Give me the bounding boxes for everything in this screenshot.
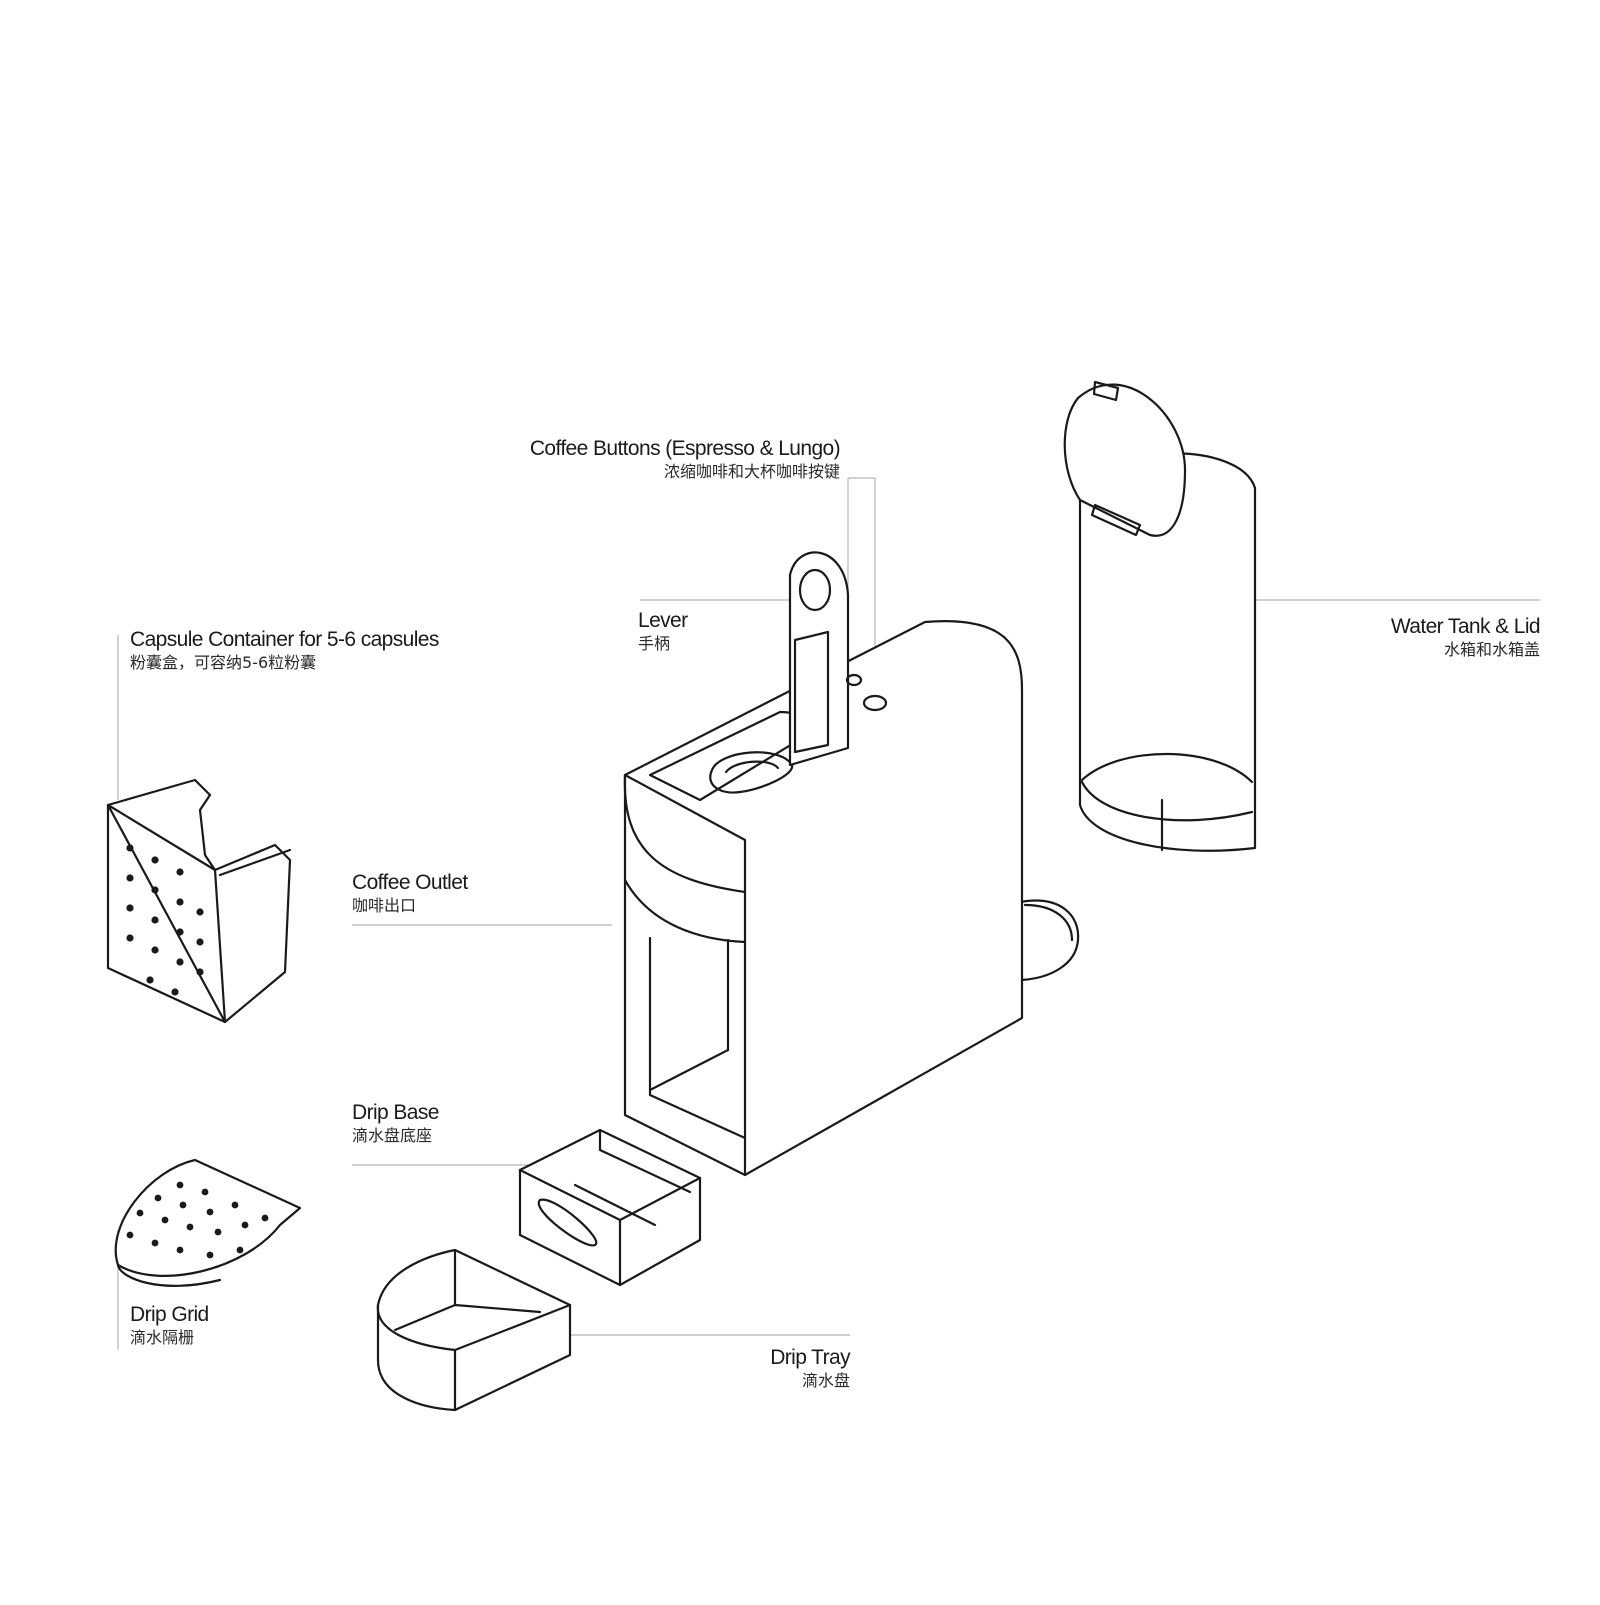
- water-tank: [1063, 380, 1257, 852]
- label-drip-grid-zh: 滴水隔栅: [130, 1328, 195, 1348]
- label-lever-en: Lever: [638, 609, 688, 632]
- leader-coffee-buttons-2: [848, 477, 876, 700]
- label-coffee-outlet: Coffee Outlet 咖啡出口: [352, 870, 468, 916]
- label-drip-grid: Drip Grid 滴水隔栅: [130, 1302, 209, 1348]
- label-capsule-container-en: Capsule Container for 5-6 capsules: [130, 628, 439, 651]
- label-water-tank: Water Tank & Lid 水箱和水箱盖: [1300, 614, 1541, 660]
- label-capsule-container: Capsule Container for 5-6 capsules 粉囊盒，可…: [130, 627, 439, 673]
- label-drip-tray-en: Drip Tray: [770, 1346, 850, 1369]
- capsule-container-holes: [126, 844, 204, 996]
- capsule-container: [106, 778, 292, 1024]
- machine-body: [623, 551, 1080, 1177]
- label-drip-base-en: Drip Base: [352, 1101, 439, 1124]
- label-coffee-outlet-zh: 咖啡出口: [352, 896, 417, 916]
- label-coffee-outlet-en: Coffee Outlet: [352, 871, 468, 894]
- label-coffee-buttons-zh: 浓缩咖啡和大杯咖啡按键: [663, 462, 840, 482]
- label-drip-grid-en: Drip Grid: [130, 1303, 209, 1326]
- label-drip-tray: Drip Tray 滴水盘: [700, 1345, 850, 1391]
- label-drip-base-zh: 滴水盘底座: [352, 1126, 433, 1146]
- label-water-tank-zh: 水箱和水箱盖: [1443, 640, 1540, 660]
- drip-grid-holes: [126, 1181, 269, 1259]
- drip-base: [518, 1128, 702, 1287]
- label-lever-zh: 手柄: [638, 634, 671, 654]
- drip-tray: [376, 1248, 572, 1412]
- label-drip-base: Drip Base 滴水盘底座: [352, 1100, 439, 1146]
- label-coffee-buttons-en: Coffee Buttons (Espresso & Lungo): [529, 437, 841, 460]
- label-water-tank-en: Water Tank & Lid: [1390, 615, 1541, 638]
- label-capsule-container-zh: 粉囊盒，可容纳5-6粒粉囊: [130, 653, 317, 673]
- label-lever: Lever 手柄: [638, 608, 688, 654]
- label-drip-tray-zh: 滴水盘: [801, 1371, 850, 1391]
- label-coffee-buttons: Coffee Buttons (Espresso & Lungo) 浓缩咖啡和大…: [470, 436, 841, 482]
- drip-grid: [114, 1158, 302, 1287]
